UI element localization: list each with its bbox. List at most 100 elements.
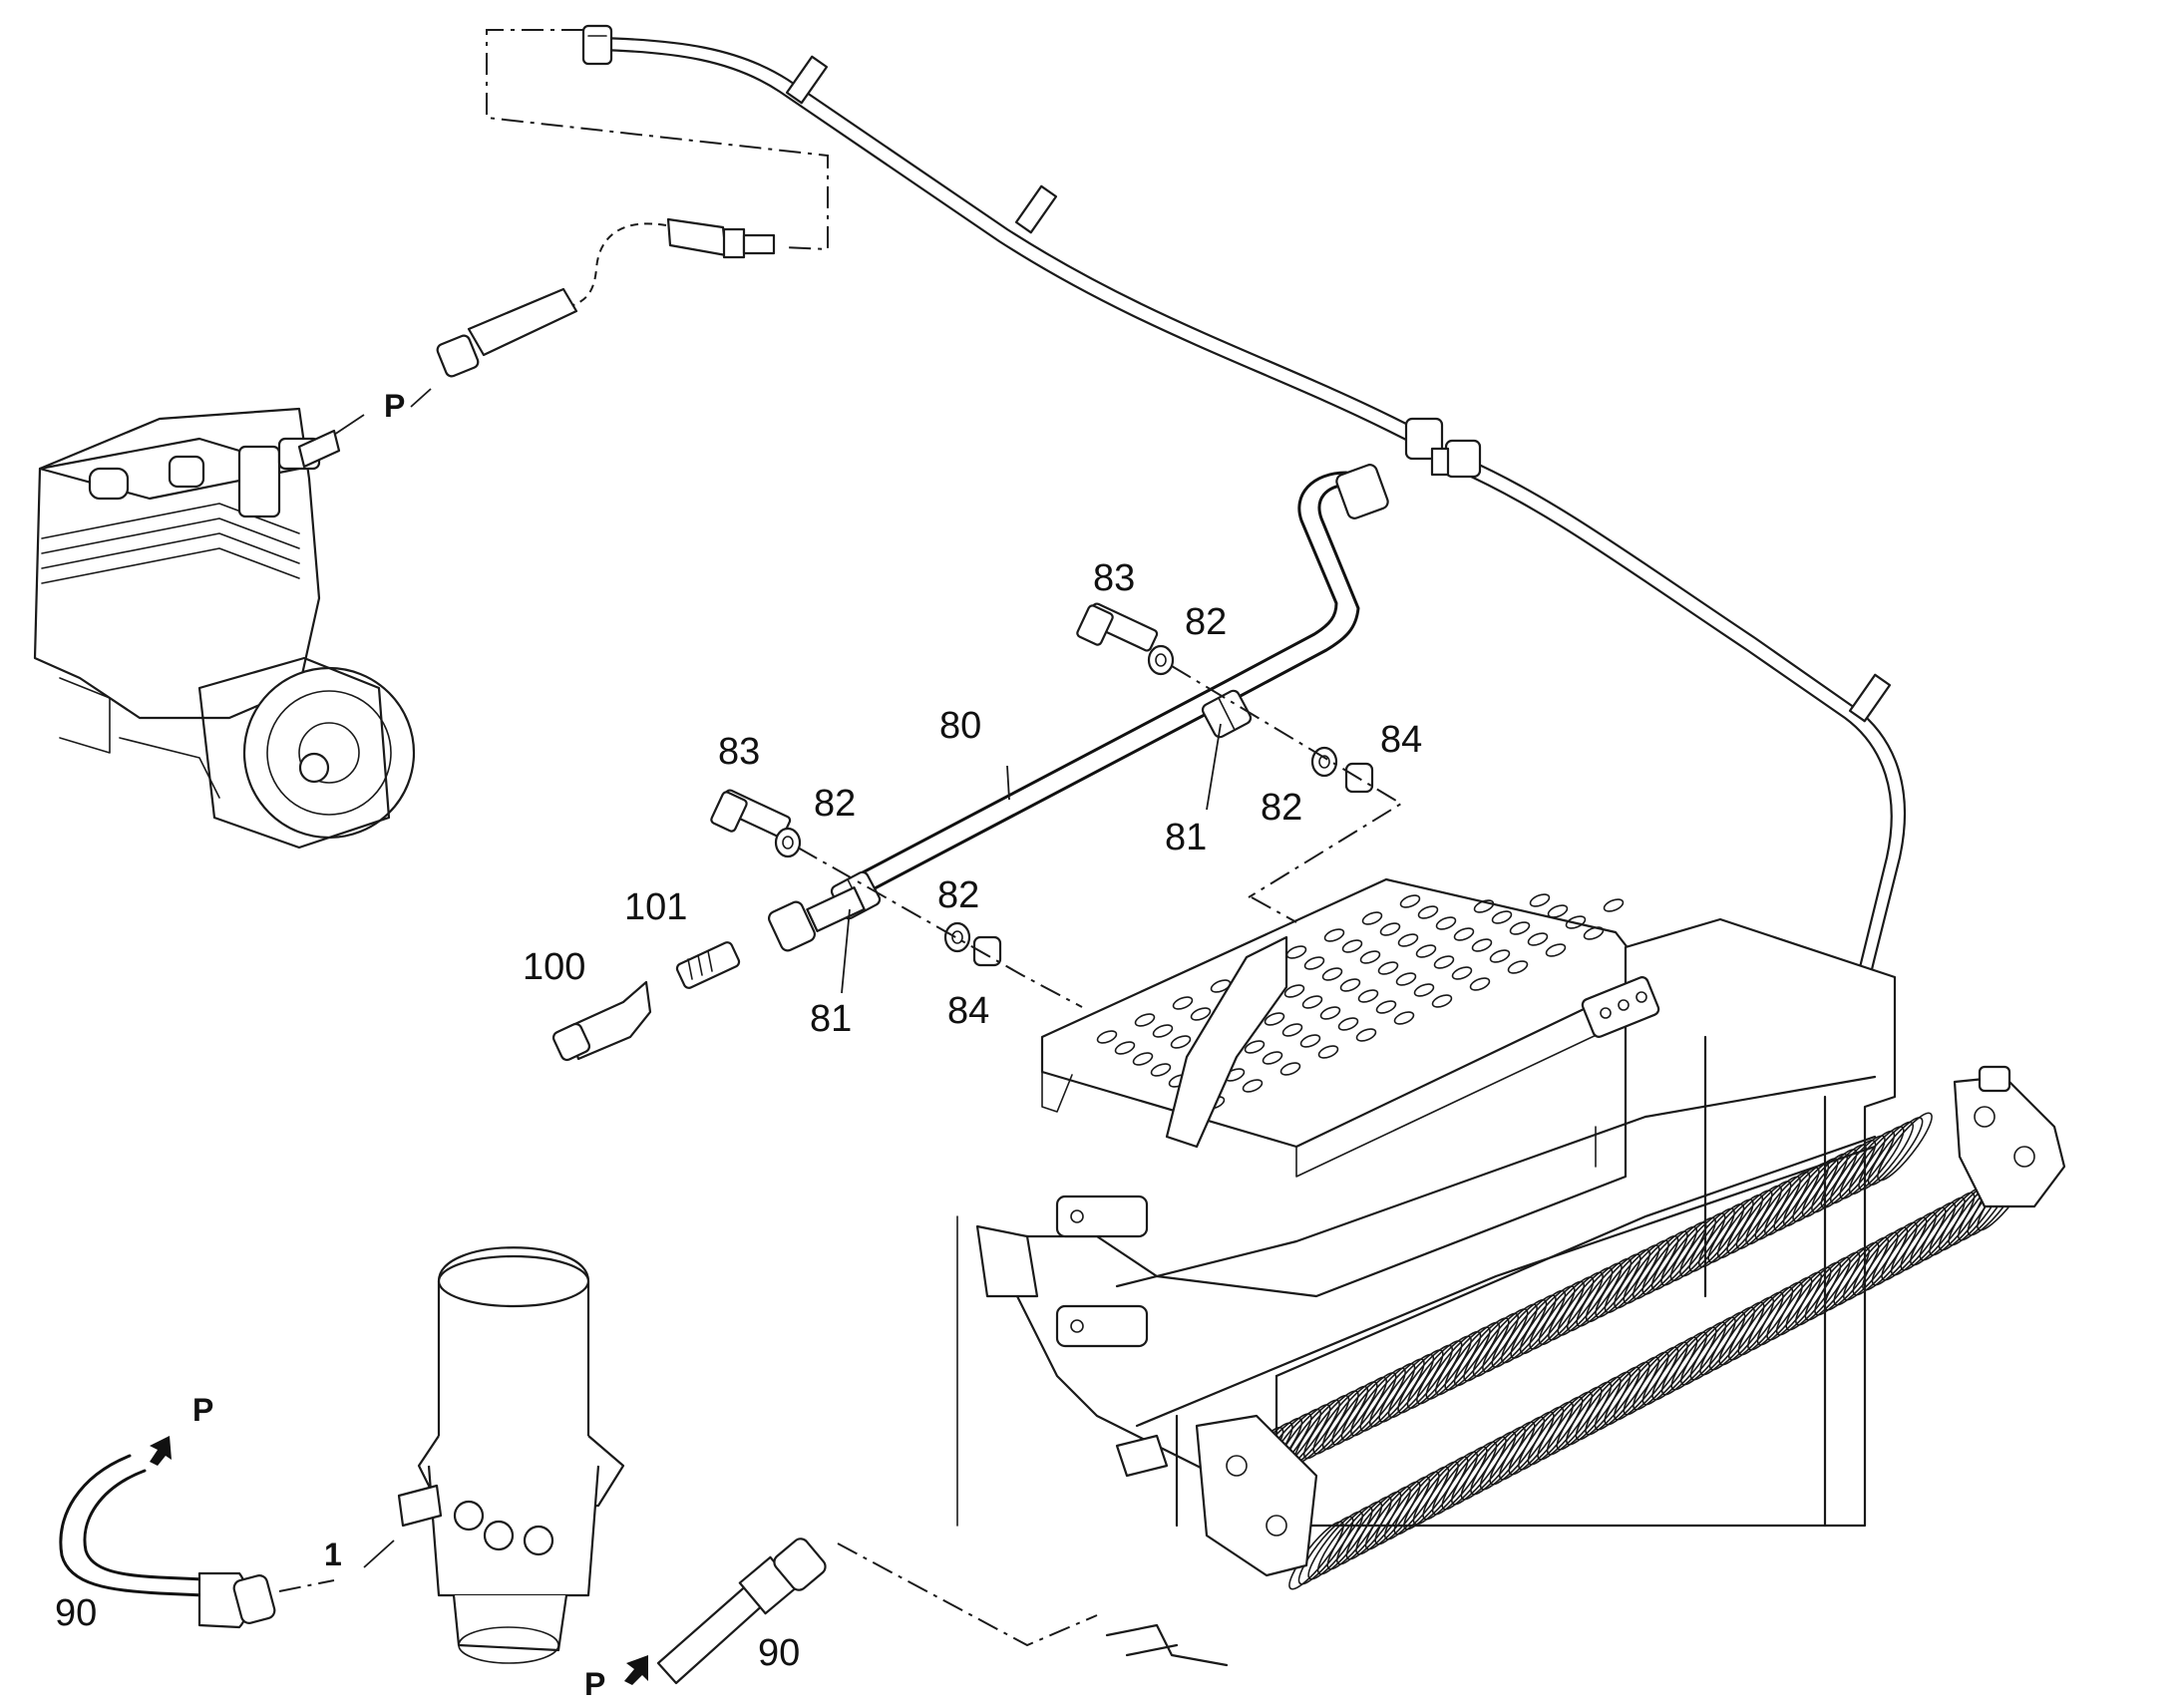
perforation: [1359, 950, 1381, 964]
coil-turn: [1830, 1135, 1886, 1204]
coil-turn: [1444, 1321, 1501, 1391]
bolt-83-left: [710, 789, 792, 839]
coil-turn: [1839, 1130, 1896, 1199]
washer-82-left-top: [774, 827, 802, 858]
perforation: [1337, 1017, 1359, 1031]
elbow-100: [551, 980, 652, 1062]
perforation: [1435, 916, 1457, 930]
perforation: [1453, 927, 1475, 941]
perforation: [1527, 932, 1549, 946]
perforation: [1395, 972, 1417, 986]
coil-turn: [1614, 1239, 1669, 1309]
hose-right-dash: [837, 1542, 1098, 1647]
coil-turn: [1858, 1121, 1914, 1191]
coil-turn: [1425, 1330, 1482, 1400]
coil-turn: [1641, 1225, 1698, 1295]
label-82-left-bottom: 82: [937, 874, 979, 916]
coil-turn: [1698, 1198, 1754, 1268]
clip-81-right: [1201, 689, 1253, 739]
coil-turn: [1820, 1139, 1877, 1208]
coil-turn: [1491, 1298, 1548, 1368]
coil-turn: [1633, 1230, 1688, 1300]
label-83-right: 83: [1093, 557, 1135, 599]
coil-turn: [1501, 1294, 1557, 1364]
perforation: [1150, 1063, 1172, 1077]
coil-turn: [1764, 1167, 1820, 1236]
perforation: [1451, 966, 1473, 980]
coil-turn: [1801, 1149, 1858, 1218]
coil-turn: [1519, 1285, 1576, 1355]
coil-turn: [1782, 1158, 1839, 1227]
coil-turn: [1877, 1112, 1933, 1182]
pipe-start-nut: [581, 24, 613, 66]
perforation: [1279, 1062, 1301, 1076]
dash-link-top: [486, 29, 829, 251]
perforation: [1299, 1034, 1321, 1048]
coil-turn: [1848, 1126, 1905, 1196]
label-83-left: 83: [718, 731, 760, 773]
coil-turn: [1595, 1248, 1650, 1318]
coil-turn: [1369, 1358, 1425, 1428]
coil-turn: [1453, 1317, 1510, 1387]
perforation: [1244, 1040, 1266, 1054]
axis-left: [797, 847, 1083, 1008]
perforation: [1375, 1000, 1397, 1014]
label-p-bottom: P: [584, 1666, 605, 1702]
coil-turn: [1604, 1244, 1660, 1314]
return-pipe-line: [596, 36, 1907, 1069]
perforation: [1565, 915, 1587, 929]
label-84-right: 84: [1380, 719, 1422, 761]
fitting-101: [768, 886, 866, 952]
coil-turn: [1679, 1207, 1735, 1277]
coil-turn: [1321, 1381, 1378, 1451]
perforation: [1134, 1013, 1156, 1027]
coil-turn: [1726, 1185, 1782, 1254]
coil-turn: [1745, 1176, 1801, 1245]
perforation: [1170, 1035, 1192, 1049]
coil-turn: [1585, 1253, 1641, 1323]
coil-turn: [1463, 1312, 1519, 1382]
coil-turn: [1867, 1117, 1924, 1187]
hose-90-left: [59, 1454, 276, 1629]
perforation: [1489, 949, 1511, 963]
coil-turn: [1472, 1308, 1529, 1378]
perforation: [1379, 922, 1401, 936]
axis-right: [1171, 665, 1403, 898]
coil-turn: [1340, 1372, 1397, 1442]
coil-turn: [1811, 1144, 1867, 1213]
label-80: 80: [939, 705, 981, 747]
coil-turn: [1623, 1234, 1679, 1304]
perforation: [1473, 899, 1495, 913]
hose-90-right: [656, 1537, 827, 1685]
coil-turn: [1529, 1280, 1585, 1350]
perforation: [1321, 967, 1343, 981]
arrow-p-bottom: [624, 1655, 648, 1685]
perforation: [1339, 978, 1361, 992]
valve-block-bottom: [1105, 1414, 1318, 1667]
coil-turn: [1359, 1362, 1416, 1432]
label-82-left-top: 82: [814, 783, 856, 825]
perforation: [1393, 1011, 1415, 1025]
perforation: [1399, 894, 1421, 908]
perforation: [1303, 956, 1325, 970]
coil-turn: [1576, 1257, 1633, 1327]
nut-84-left: [972, 935, 1002, 967]
perforation: [1357, 989, 1379, 1003]
coil-turn: [1435, 1326, 1491, 1396]
coil-turn: [1378, 1353, 1435, 1423]
perforation: [1377, 961, 1399, 975]
label-p-left: P: [192, 1392, 213, 1428]
coil-turn: [1773, 1162, 1830, 1231]
spring-coils: [1219, 1112, 2032, 1590]
label-82-right-bottom: 82: [1261, 787, 1302, 829]
perforation: [1545, 943, 1567, 957]
perforation: [1471, 938, 1493, 952]
coil-turn: [1482, 1303, 1538, 1373]
coil-turn: [1669, 1212, 1726, 1282]
valve-block-right: [1953, 1065, 2066, 1208]
coil-turn: [1510, 1289, 1567, 1359]
air-dryer: [397, 1246, 625, 1664]
perforation: [1583, 926, 1605, 940]
perforation: [1262, 1051, 1283, 1065]
